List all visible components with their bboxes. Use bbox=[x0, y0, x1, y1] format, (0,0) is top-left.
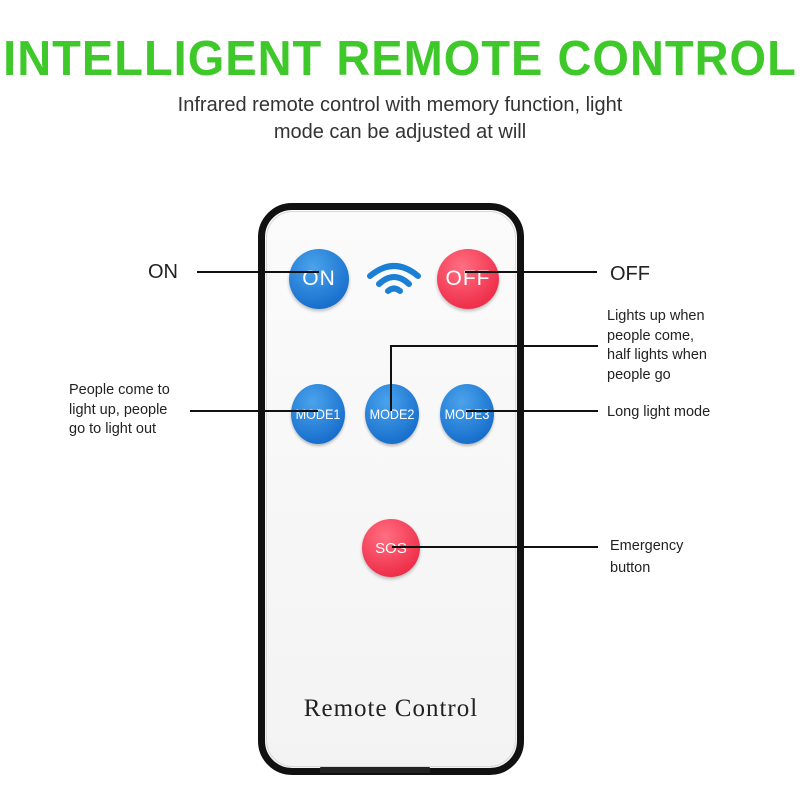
callout-line: light up, people bbox=[69, 401, 168, 418]
on-button[interactable]: ON bbox=[289, 249, 349, 309]
page-title: INTELLIGENT REMOTE CONTROL bbox=[3, 29, 797, 86]
sos-leader-line bbox=[392, 546, 598, 548]
sos-button[interactable]: SOS bbox=[362, 519, 420, 577]
mode1-button[interactable]: MODE1 bbox=[291, 384, 345, 444]
off-callout: OFF bbox=[610, 263, 650, 285]
mode1-leader-line bbox=[190, 410, 318, 412]
on-callout: ON bbox=[148, 261, 178, 283]
mode2-callout: Lights up when people come, half lights … bbox=[607, 307, 707, 385]
mode3-leader-line bbox=[466, 410, 598, 412]
callout-line: Emergency bbox=[610, 538, 684, 554]
callout-line: half lights when bbox=[607, 347, 707, 363]
mode1-callout: People come to light up, people go to li… bbox=[69, 381, 170, 440]
callout-line: People come to bbox=[69, 382, 170, 398]
callout-line: Lights up when bbox=[607, 308, 705, 324]
subtitle-line: Infrared remote control with memory func… bbox=[177, 94, 623, 116]
mode3-callout: Long light mode bbox=[607, 404, 711, 420]
mode2-button[interactable]: MODE2 bbox=[365, 384, 419, 444]
mode2-leader-line-horizontal bbox=[390, 345, 598, 347]
sos-callout: Emergency button bbox=[610, 535, 683, 579]
on-leader-line bbox=[197, 271, 319, 273]
remote-bottom-edge bbox=[320, 767, 430, 773]
mode2-leader-line-vertical bbox=[390, 345, 392, 411]
off-button[interactable]: OFF bbox=[437, 249, 499, 309]
mode3-button[interactable]: MODE3 bbox=[440, 384, 494, 444]
wifi-signal-icon bbox=[367, 263, 421, 294]
callout-line: go to light out bbox=[69, 421, 157, 437]
off-leader-line bbox=[465, 271, 597, 273]
remote-label: Remote Control bbox=[303, 695, 479, 722]
callout-line: button bbox=[610, 560, 651, 576]
page-subtitle: Infrared remote control with memory func… bbox=[100, 92, 700, 146]
callout-line: people come, bbox=[607, 327, 695, 344]
callout-line: people go bbox=[607, 366, 671, 383]
remote-inner-border bbox=[266, 211, 516, 767]
subtitle-line: mode can be adjusted at will bbox=[273, 121, 527, 143]
